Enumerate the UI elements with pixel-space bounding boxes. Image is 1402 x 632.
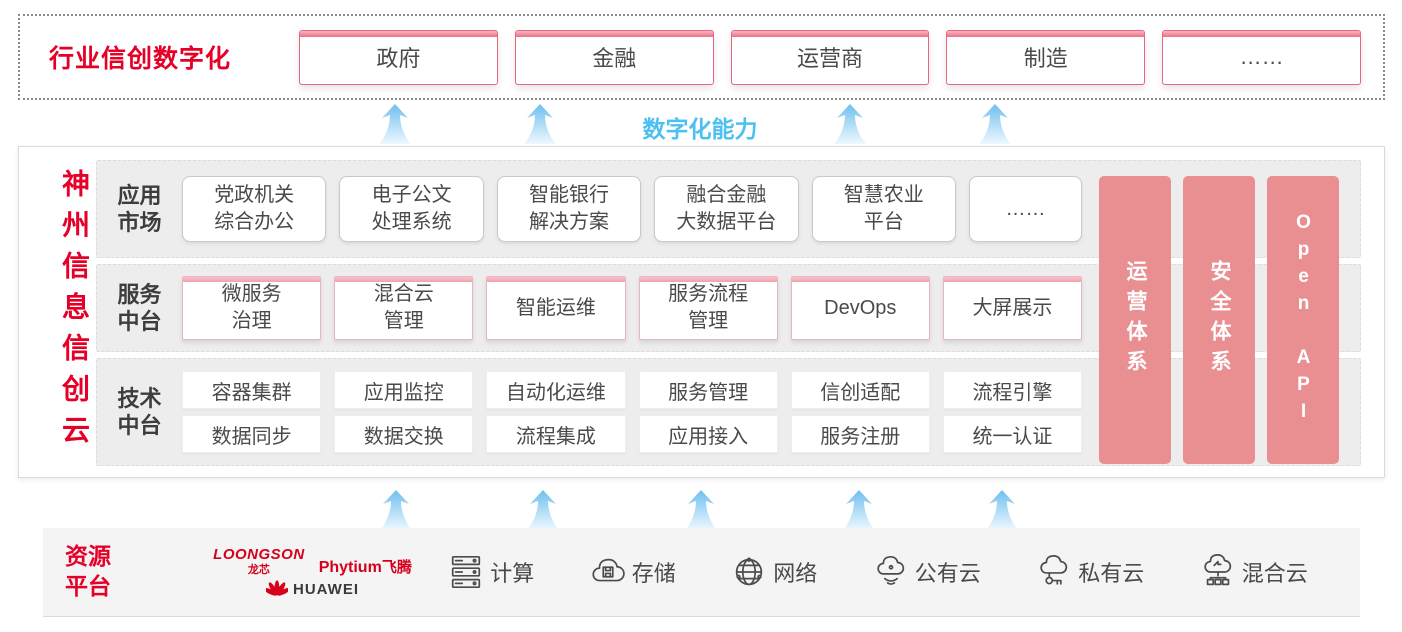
tech-box: 信创适配 (790, 371, 930, 409)
tech-box: 服务注册 (790, 415, 930, 453)
tech-box: 流程引擎 (942, 371, 1083, 409)
arrow-up-icon (380, 490, 412, 530)
resource-item: 存储 (589, 553, 676, 591)
service-box: 服务流程 管理 (638, 276, 778, 340)
tech-box: 容器集群 (182, 371, 322, 409)
app-box: 党政机关 综合办公 (182, 176, 327, 242)
row-label-service: 服务 中台 (117, 281, 162, 335)
row-label-tech: 技术 中台 (117, 385, 162, 439)
app-box: 智能银行 解决方案 (496, 176, 642, 242)
resource-item: 私有云 (1035, 553, 1144, 591)
tech-box: 数据同步 (182, 415, 322, 453)
platform-vertical-title: 神州信息信创云 (59, 168, 90, 456)
pillar-operations: 运营体系 (1099, 176, 1171, 464)
service-box: DevOps (790, 276, 930, 340)
industry-band-title: 行业信创数字化 (49, 45, 232, 73)
resource-band-label: 资源 平台 (65, 543, 111, 599)
industry-government: 政府 (299, 29, 498, 85)
app-box: 融合金融 大数据平台 (654, 176, 799, 242)
arrow-up-icon (843, 490, 875, 530)
app-box: 电子公文 处理系统 (339, 176, 484, 242)
compute-server-icon (452, 555, 481, 589)
service-box: 混合云 管理 (334, 276, 474, 340)
tech-box: 数据交换 (334, 415, 474, 453)
arrow-up-icon (685, 490, 717, 530)
tech-platform-panel: 技术 中台 容器集群 应用监控 自动化运维 服务管理 信创适配 流程引擎 数据同… (96, 358, 1361, 466)
tech-box: 自动化运维 (486, 371, 626, 409)
arrow-up-icon (979, 104, 1011, 144)
service-boxes: 微服务 治理 混合云 管理 智能运维 服务流程 管理 DevOps 大屏展示 (182, 276, 1083, 340)
hybrid-cloud-icon (1204, 554, 1231, 586)
industry-finance: 金融 (514, 29, 714, 85)
tech-box: 流程集成 (486, 415, 626, 453)
resource-list: 计算 存储 网络 公有云 (420, 553, 1335, 591)
huawei-logo: HUAWEI (266, 579, 359, 599)
loongson-logo: LOONGSON 龙芯 (213, 545, 305, 576)
resource-item: 网络 (730, 553, 817, 591)
arrow-up-icon (834, 104, 866, 144)
service-platform-panel: 服务 中台 微服务 治理 混合云 管理 智能运维 服务流程 管理 DevOps … (96, 264, 1361, 352)
tech-box: 统一认证 (942, 415, 1083, 453)
phytium-logo: Phytium飞腾 (318, 558, 412, 576)
industry-manufacturing: 制造 (946, 29, 1146, 85)
resource-item: 公有云 (872, 553, 981, 591)
service-box: 微服务 治理 (182, 276, 322, 340)
industry-list: 政府 金融 运营商 制造 …… (299, 29, 1361, 85)
capability-label: 数字化能力 (642, 116, 758, 142)
storage-cloud-icon (592, 558, 625, 582)
service-box: 大屏展示 (942, 276, 1083, 340)
row-label-app-market: 应用 市场 (117, 182, 162, 236)
app-market-boxes: 党政机关 综合办公 电子公文 处理系统 智能银行 解决方案 融合金融 大数据平台… (182, 176, 1083, 242)
tech-box: 应用接入 (638, 415, 778, 453)
tech-box: 应用监控 (334, 371, 474, 409)
tech-box: 服务管理 (638, 371, 778, 409)
industry-band: 行业信创数字化 政府 金融 运营商 制造 …… (18, 14, 1385, 100)
vendor-logos: LOONGSON 龙芯 Phytium飞腾 HUAWEI (205, 546, 420, 599)
pillar-open-api: Open API (1267, 176, 1339, 464)
resource-item: 混合云 (1199, 553, 1308, 591)
resource-band: 资源 平台 LOONGSON 龙芯 Phytium飞腾 HUAWEI (43, 528, 1360, 617)
huawei-flower-icon (266, 579, 288, 596)
network-globe-icon (736, 557, 763, 586)
app-market-panel: 应用 市场 党政机关 综合办公 电子公文 处理系统 智能银行 解决方案 融合金融… (96, 160, 1361, 258)
private-cloud-icon (1040, 554, 1068, 585)
app-box-more: …… (968, 176, 1083, 242)
public-cloud-icon (877, 555, 904, 585)
arrow-up-icon (379, 104, 411, 144)
cloud-platform-box: 神州信息信创云 应用 市场 党政机关 综合办公 电子公文 处理系统 智能银行 解… (18, 146, 1385, 478)
arrow-up-icon (986, 490, 1018, 530)
pillar-security: 安全体系 (1183, 176, 1255, 464)
app-box: 智慧农业 平台 (811, 176, 956, 242)
arrow-up-icon (527, 490, 559, 530)
resource-item: 计算 (447, 553, 534, 591)
industry-operator: 运营商 (730, 29, 930, 85)
industry-more: …… (1162, 29, 1361, 85)
service-box: 智能运维 (486, 276, 626, 340)
arrow-up-icon (524, 104, 556, 144)
tech-boxes: 容器集群 应用监控 自动化运维 服务管理 信创适配 流程引擎 数据同步 数据交换… (182, 371, 1083, 453)
